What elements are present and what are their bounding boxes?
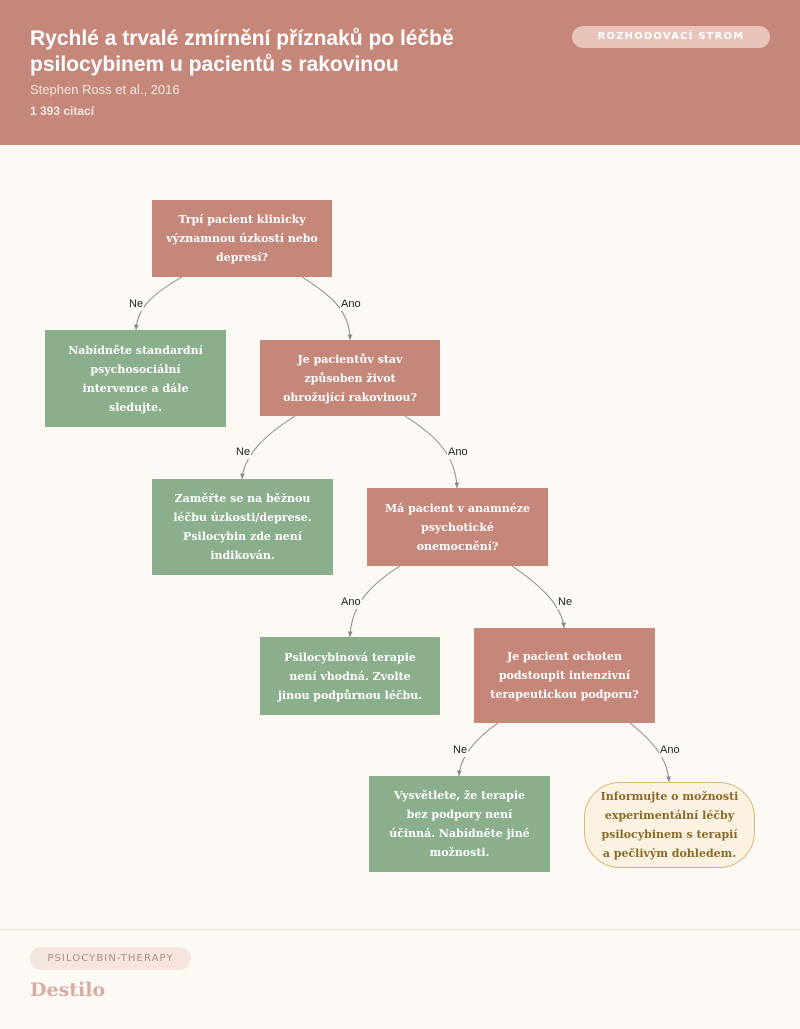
action-node-not-suitable: Psilocybinová terapie není vhodná. Zvolt…: [260, 637, 440, 715]
type-badge: ROZHODOVACÍ STROM: [572, 26, 770, 48]
edge-label-q2-yes: Ano: [447, 446, 469, 459]
author-line: Stephen Ross et al., 2016: [30, 82, 180, 97]
question-node-psychosis-history: Má pacient v anamnéze psychotické onemoc…: [367, 488, 548, 566]
question-node-therapeutic-support: Je pacient ochoten podstoupit intenzivní…: [474, 628, 655, 723]
edge-q1-no: [133, 276, 183, 331]
edge-label-q3-no: Ne: [557, 596, 574, 609]
edge-label-q2-no: Ne: [235, 446, 252, 459]
edge-label-q4-no: Ne: [452, 744, 469, 757]
header: Rychlé a trvalé zmírnění příznaků po léč…: [0, 0, 800, 145]
topic-tag[interactable]: PSILOCYBIN-THERAPY: [30, 947, 191, 970]
edge-q4-no: [456, 722, 499, 777]
action-node-explain-support: Vysvětlete, že terapie bez podpory není …: [369, 776, 550, 872]
edge-label-q3-yes: Ano: [340, 596, 362, 609]
action-node-standard-care: Nabídněte standardní psychosociální inte…: [45, 330, 226, 427]
edge-q2-no: [240, 415, 296, 480]
edge-q4-yes: [629, 722, 672, 783]
edge-q3-yes: [347, 565, 401, 638]
edge-q3-no: [511, 565, 566, 629]
citation-count: 1 393 citací: [30, 104, 95, 118]
decision-tree: Trpí pacient klinicky významnou úzkostí …: [0, 145, 800, 929]
page-title: Rychlé a trvalé zmírnění příznaků po léč…: [30, 27, 454, 76]
connector-layer: [133, 276, 672, 783]
edge-q2-yes: [404, 415, 460, 489]
edge-label-q4-yes: Ano: [659, 744, 681, 757]
action-node-usual-treatment: Zaměřte se na běžnou léčbu úzkosti/depre…: [152, 479, 333, 575]
edge-label-q1-yes: Ano: [340, 298, 362, 311]
final-node-experimental-treatment: Informujte o možnosti experimentální léč…: [584, 782, 755, 868]
question-node-cancer-cause: Je pacientův stav způsoben život ohrožuj…: [260, 340, 440, 416]
question-node-clinical-anxiety: Trpí pacient klinicky významnou úzkostí …: [152, 200, 332, 277]
brand-logo: Destilo: [30, 979, 106, 1001]
footer-divider: [0, 929, 800, 930]
edge-label-q1-no: Ne: [128, 298, 145, 311]
edge-q1-yes: [301, 276, 353, 341]
